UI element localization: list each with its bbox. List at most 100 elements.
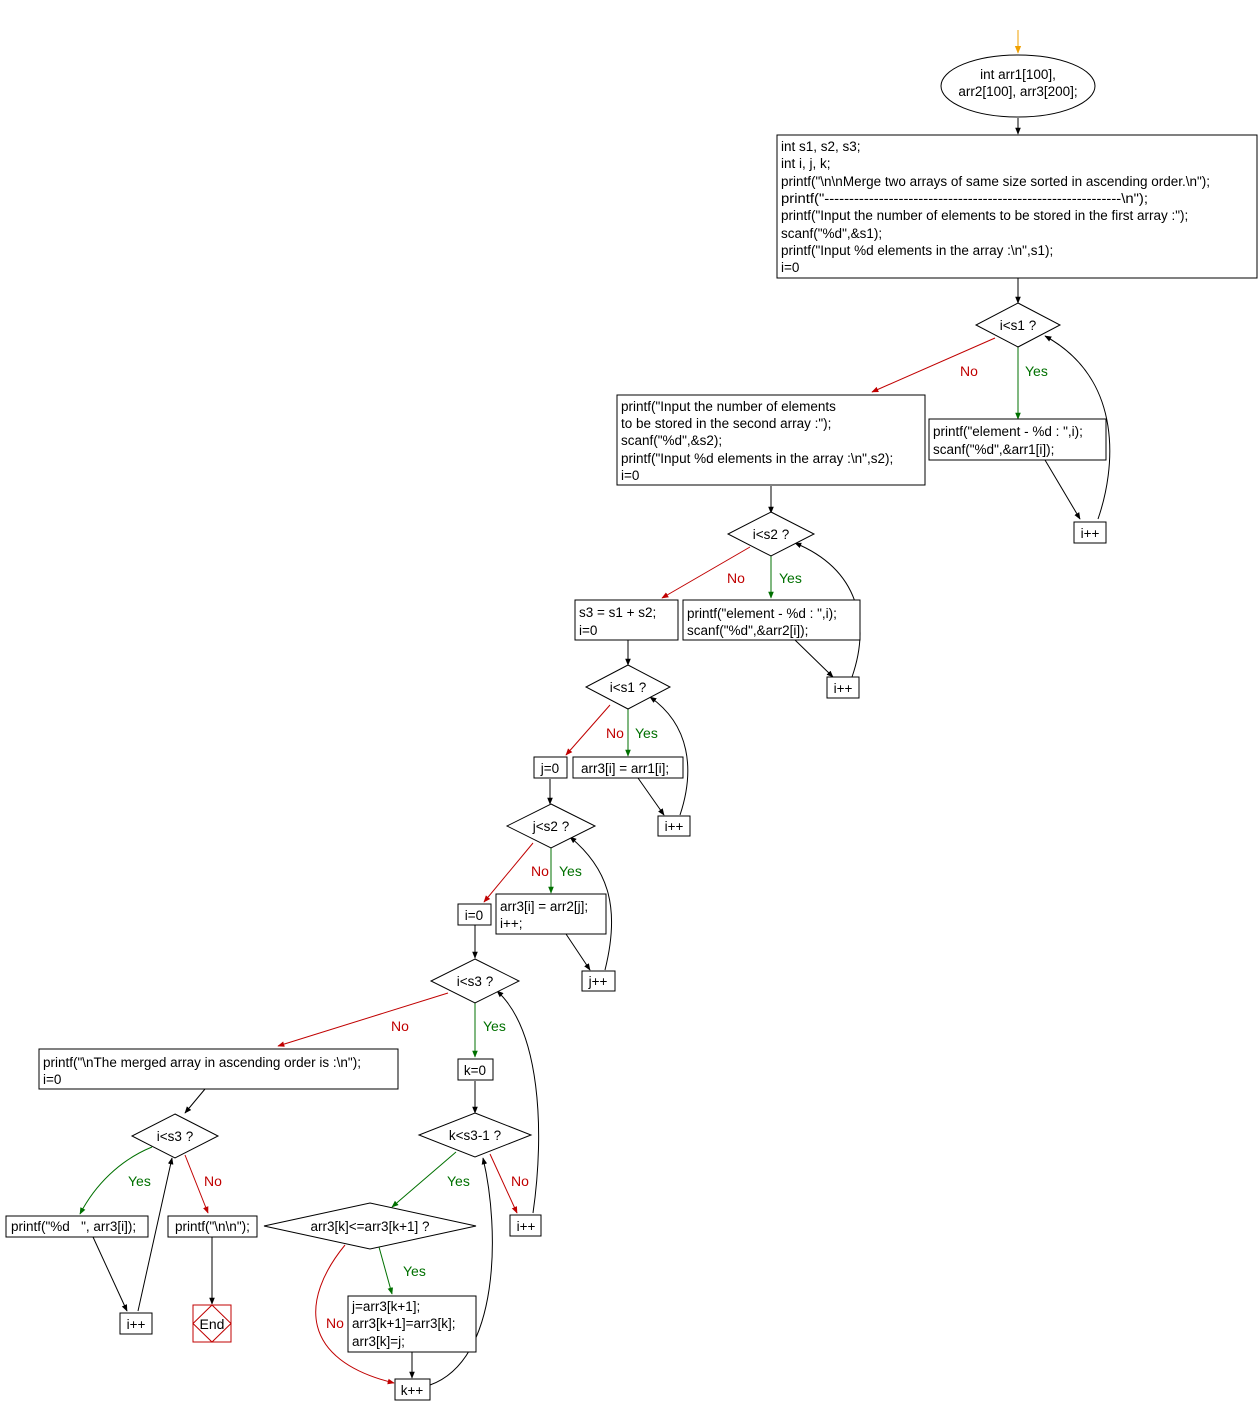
print-newline-label: printf("\n\n");	[175, 1219, 250, 1234]
label-no: No	[204, 1173, 222, 1189]
label-no: No	[391, 1018, 409, 1034]
second-input-block: printf("Input the number of elements to …	[616, 394, 926, 486]
edge-cond6-no	[489, 1153, 518, 1214]
edge-cond7-yes	[378, 1246, 394, 1295]
print-element-block: printf("%d ", arr3[i]);	[5, 1215, 149, 1238]
start-line-2: arr2[100], arr3[200];	[958, 84, 1077, 99]
edge-cond8-yes	[79, 1146, 153, 1215]
end-label: End	[200, 1316, 225, 1332]
decision-k-lt-s3-minus-1: k<s3-1 ?	[417, 1112, 533, 1158]
edge-print-to-cond8	[184, 1088, 206, 1114]
decision-label: i<s2 ?	[753, 527, 789, 542]
init-line-2: int i, j, k;	[781, 156, 831, 171]
decision-j-lt-s2: j<s2 ?	[505, 803, 597, 849]
second-line-3: scanf("%d",&s2);	[621, 433, 722, 448]
edge-inc4-loop	[496, 990, 540, 1214]
j-init-block: j=0	[533, 756, 568, 779]
increment-label: i++	[517, 1219, 536, 1234]
init-block: int s1, s2, s3; int i, j, k; printf("\n\…	[776, 134, 1258, 279]
edge-printelem-to-inc	[92, 1236, 128, 1312]
edge-cond2-no	[661, 546, 751, 599]
s3-block: s3 = s1 + s2; i=0	[574, 599, 679, 641]
increment-label: i++	[1081, 526, 1100, 541]
copy-arr1-block: arr3[i] = arr1[i];	[572, 756, 684, 779]
label-yes: Yes	[403, 1263, 426, 1279]
increment-i-2: i++	[826, 676, 860, 699]
copy-arr2-block: arr3[i] = arr2[j]; i++;	[495, 893, 607, 935]
print-element-label: printf("%d ", arr3[i]);	[11, 1219, 136, 1234]
decision-compare: arr3[k]<=arr3[k+1] ?	[263, 1202, 477, 1250]
decision-label: k<s3-1 ?	[449, 1128, 501, 1143]
decision-i-lt-s1-second: i<s1 ?	[584, 664, 672, 710]
label-yes: Yes	[483, 1018, 506, 1034]
read-arr2-block: printf("element - %d : ",i); scanf("%d",…	[682, 599, 861, 641]
print-header-line-1: printf("\nThe merged array in ascending …	[43, 1055, 361, 1070]
increment-i-1: i++	[1073, 521, 1107, 544]
increment-i-5: i++	[119, 1312, 153, 1335]
edge-incj-loop	[569, 836, 613, 971]
increment-label: i++	[127, 1317, 146, 1332]
init-line-3: printf("\n\nMerge two arrays of same siz…	[781, 174, 1210, 189]
decision-label: i<s1 ?	[1000, 318, 1036, 333]
copy-arr2-line-2: i++;	[500, 916, 523, 931]
decision-i-lt-s2: i<s2 ?	[726, 511, 816, 557]
increment-label: k++	[401, 1383, 424, 1398]
edge-cond3-no	[565, 704, 611, 756]
s3-line-2: i=0	[579, 623, 597, 638]
increment-j: j++	[581, 970, 616, 992]
decision-label: i<s1 ?	[610, 680, 646, 695]
decision-label: j<s2 ?	[532, 819, 569, 834]
label-no: No	[326, 1315, 344, 1331]
init-line-4: printf("--------------------------------…	[781, 191, 1148, 206]
read-arr1-line-1: printf("element - %d : ",i);	[933, 424, 1083, 439]
swap-block: j=arr3[k+1]; arr3[k+1]=arr3[k]; arr3[k]=…	[347, 1295, 477, 1353]
swap-line-3: arr3[k]=j;	[352, 1334, 405, 1349]
label-no: No	[727, 570, 745, 586]
edge-inck-loop	[429, 1157, 493, 1386]
label-no: No	[606, 725, 624, 741]
decision-i-lt-s3-print: i<s3 ?	[130, 1113, 220, 1159]
init-line-6: scanf("%d",&s1);	[781, 226, 882, 241]
print-header-block: printf("\nThe merged array in ascending …	[38, 1048, 399, 1090]
decision-label: i<s3 ?	[157, 1129, 193, 1144]
increment-k: k++	[394, 1378, 431, 1401]
edge-inc5-loop	[137, 1157, 174, 1312]
second-line-4: printf("Input %d elements in the array :…	[621, 451, 893, 466]
swap-line-1: j=arr3[k+1];	[351, 1299, 420, 1314]
init-line-5: printf("Input the number of elements to …	[781, 208, 1188, 223]
increment-label: j++	[588, 974, 608, 989]
init-line-8: i=0	[781, 260, 799, 275]
init-line-1: int s1, s2, s3;	[781, 139, 861, 154]
label-no: No	[531, 863, 549, 879]
increment-i-4: i++	[509, 1214, 542, 1237]
read-arr1-block: printf("element - %d : ",i); scanf("%d",…	[928, 418, 1107, 461]
label-yes: Yes	[779, 570, 802, 586]
edge-read1-to-inc	[1044, 459, 1081, 520]
read-arr1-line-2: scanf("%d",&arr1[i]);	[933, 442, 1054, 457]
label-yes: Yes	[635, 725, 658, 741]
init-line-7: printf("Input %d elements in the array :…	[781, 243, 1053, 258]
decision-i-lt-s3-sort: i<s3 ?	[429, 958, 521, 1004]
edge-cond4-no	[483, 842, 534, 903]
label-yes: Yes	[559, 863, 582, 879]
print-header-line-2: i=0	[43, 1072, 61, 1087]
label-no: No	[960, 363, 978, 379]
start-node: int arr1[100], arr2[100], arr3[200];	[940, 54, 1096, 118]
decision-label: i<s3 ?	[457, 974, 493, 989]
edge-copy1-to-inc	[637, 777, 665, 816]
end-node: End	[192, 1304, 232, 1343]
s3-line-1: s3 = s1 + s2;	[579, 605, 656, 620]
copy-arr2-line-1: arr3[i] = arr2[j];	[500, 899, 588, 914]
start-line-1: int arr1[100],	[980, 67, 1056, 82]
j-init-label: j=0	[540, 761, 559, 776]
label-yes: Yes	[447, 1173, 470, 1189]
edge-cond8-no	[184, 1154, 209, 1214]
i-init-label: i=0	[465, 908, 483, 923]
increment-label: i++	[834, 681, 853, 696]
second-line-2: to be stored in the second array :");	[621, 416, 831, 431]
i-init-block: i=0	[457, 903, 492, 926]
k-init-label: k=0	[464, 1063, 486, 1078]
label-yes: Yes	[1025, 363, 1048, 379]
edge-copy2-to-inc	[565, 933, 591, 971]
